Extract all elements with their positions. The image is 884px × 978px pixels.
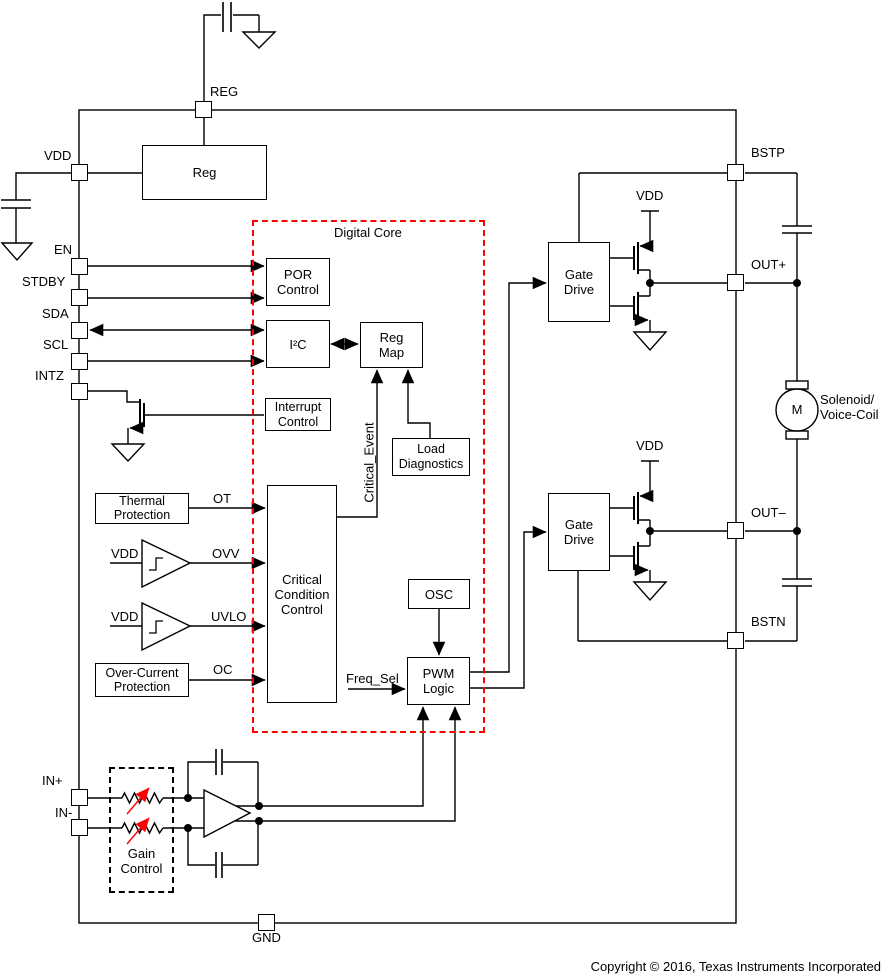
in-minus-pin [71,819,88,836]
reg-map-block: Reg Map [360,322,423,368]
copyright-text: Copyright © 2016, Texas Instruments Inco… [590,959,881,974]
reg-pin [195,101,212,118]
amp-out-bottom-wire [235,706,462,822]
pwm-to-gate-drive-top-wire [470,276,547,673]
uvlo-signal-label: UVLO [211,609,247,624]
stdby-pin [71,289,88,306]
out-plus-pin [727,274,744,291]
stdby-pin-label: STDBY [22,274,66,289]
vdd-pin-label: VDD [44,148,72,163]
in-minus-pin-label: IN- [55,805,73,820]
sda-pin-label: SDA [42,306,69,321]
critical-event-label: Critical_Event [361,422,377,503]
reg-block: Reg [142,145,267,200]
i2c-block: I²C [266,320,330,368]
bstp-pin [727,164,744,181]
digital-core-title: Digital Core [334,225,402,240]
bstn-pin [727,632,744,649]
por-control-block: POR Control [266,258,330,306]
bridge-bottom-vdd-label: VDD [636,438,664,453]
bootstrap-cap-top [782,173,812,283]
critical-condition-control-block: Critical Condition Control [267,485,337,703]
motor-symbol [775,283,819,531]
bstn-pin-label: BSTN [751,614,786,629]
ovv-signal-label: OVV [212,546,240,561]
intz-pin-label: INTZ [35,368,64,383]
motor-label: Solenoid/ Voice-Coil [820,392,879,422]
reg-decoupling-cap [203,2,277,102]
out-minus-pin [727,522,744,539]
pwm-logic-block: PWM Logic [407,657,470,705]
oc-signal-label: OC [213,662,233,677]
sda-pin [71,322,88,339]
ot-signal-label: OT [213,491,232,506]
ovv-comparator [110,538,266,589]
critical-event-wire [337,369,384,518]
gain-arrow-bottom [126,817,150,845]
half-bridge-top [610,210,668,352]
en-pin [71,258,88,275]
load-diagnostics-block: Load Diagnostics [392,438,470,476]
gate-drive-top-block: Gate Drive [548,242,610,322]
gate-drive-bottom-block: Gate Drive [548,493,610,571]
feedback-cap-top [187,749,259,806]
scl-pin-label: SCL [43,337,69,352]
freq-sel-label: Freq_Sel [346,671,399,686]
in-plus-pin-label: IN+ [42,773,63,788]
vdd-decoupling-cap [0,172,71,262]
intz-open-drain-mosfet [88,390,264,463]
digital-core-region [252,220,485,733]
pwm-to-gate-drive-bottom-wire [470,525,547,689]
thermal-protection-block: Thermal Protection [95,493,189,524]
hysteresis-icon [149,620,163,634]
bootstrap-cap-bottom [782,531,812,641]
half-bridge-bottom [610,460,668,602]
intz-pin [71,383,88,400]
motor-symbol-letter: M [791,402,803,417]
opamp-symbol [203,788,252,839]
interrupt-control-block: Interrupt Control [265,398,331,431]
in-plus-pin [71,789,88,806]
feedback-cap-bottom [187,821,259,878]
over-current-protection-block: Over-Current Protection [95,663,189,697]
gnd-pin [258,914,275,931]
scl-pin [71,353,88,370]
uvlo-vdd-label: VDD [111,609,139,624]
bstp-pin-label: BSTP [751,145,785,160]
chip-boundary [78,109,737,924]
gnd-pin-label: GND [252,930,281,945]
out-minus-pin-label: OUT– [751,505,786,520]
bstn-rail [577,571,797,642]
gain-control-region [109,767,174,893]
out-plus-pin-label: OUT+ [751,257,787,272]
amp-out-top-wire [236,706,430,807]
bridge-top-vdd-label: VDD [636,188,664,203]
vdd-pin [71,164,88,181]
junction-dots [184,279,801,832]
gain-control-label: Gain Control [120,846,163,876]
reg-pin-label: REG [210,84,239,99]
osc-block: OSC [408,579,470,609]
bstp-rail [578,172,797,242]
hysteresis-icon [149,557,163,571]
load-diag-regmap-wire [401,369,431,438]
ovv-vdd-label: VDD [111,546,139,561]
en-pin-label: EN [54,242,73,257]
gain-arrow-top [126,787,150,815]
